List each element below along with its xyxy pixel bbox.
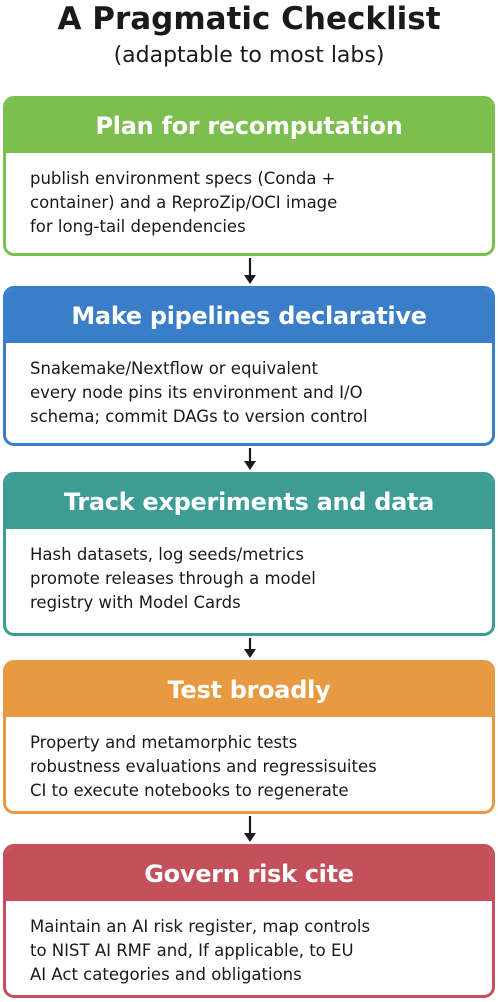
step-body-line: Maintain an AI risk register, map contro… [30,917,371,936]
arrow-down-icon [244,638,256,658]
step-body-line: every node pins its environment and I/O [30,383,363,402]
step-body-line: robustness evaluations and regressisuite… [30,757,377,776]
arrow-down-icon [244,816,256,842]
step-card-plan-for-recomputation: Plan for recomputation publish environme… [3,96,495,256]
page-title: A Pragmatic Checklist [57,1,441,37]
step-heading: Govern risk cite [6,847,492,901]
step-heading: Make pipelines declarative [6,289,492,343]
step-heading: Track experiments and data [6,475,492,529]
page-subtitle: (adaptable to most labs) [113,43,385,68]
step-card-govern-risk-cite: Govern risk cite Maintain an AI risk reg… [3,844,495,998]
step-body: Hash datasets, log seeds/metrics promote… [6,529,492,615]
arrow-down-icon [244,258,256,284]
step-body-line: Hash datasets, log seeds/metrics [30,545,304,564]
step-body-line: registry with Model Cards [30,593,241,612]
step-body-line: promote releases through a model [30,569,316,588]
step-body: Snakemake/Nextflow or equivalent every n… [6,343,492,429]
step-body-line: publish environment specs (Conda + [30,169,336,188]
step-body-line: AI Act categories and obligations [30,965,302,984]
arrow-down-icon [244,448,256,470]
step-card-make-pipelines-declarative: Make pipelines declarative Snakemake/Nex… [3,286,495,446]
step-card-test-broadly: Test broadly Property and metamorphic te… [3,660,495,814]
step-body-line: Property and metamorphic tests [30,733,298,752]
step-heading: Plan for recomputation [6,99,492,153]
step-body-line: to NIST AI RMF and, If applicable, to EU [30,941,354,960]
step-body-line: schema; commit DAGs to version control [30,407,368,426]
step-body: Property and metamorphic tests robustnes… [6,717,492,803]
step-body: Maintain an AI risk register, map contro… [6,901,492,987]
step-body: publish environment specs (Conda + conta… [6,153,492,239]
step-card-track-experiments-and-data: Track experiments and data Hash datasets… [3,472,495,636]
step-body-line: container) and a ReproZip/OCI image [30,193,338,212]
step-body-line: CI to execute notebooks to regenerate [30,781,349,800]
step-body-line: Snakemake/Nextflow or equivalent [30,359,319,378]
step-heading: Test broadly [6,663,492,717]
step-body-line: for long-tail dependencies [30,217,246,236]
